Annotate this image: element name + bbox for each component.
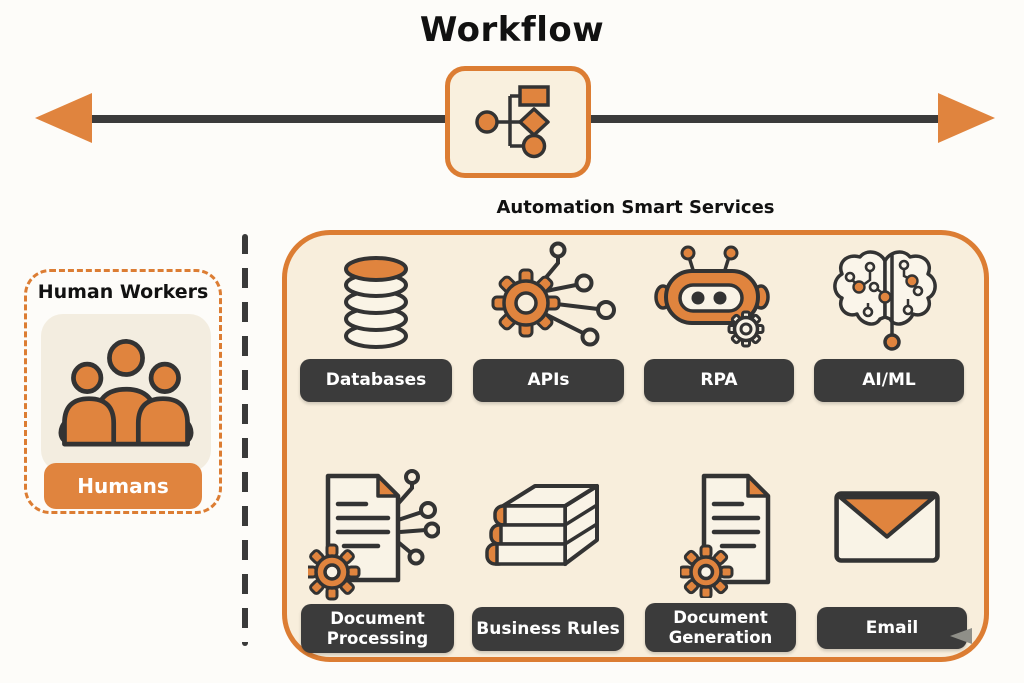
service-label-document-generation: Document Generation xyxy=(645,603,796,652)
service-label-business-rules: Business Rules xyxy=(472,607,624,651)
arrow-right-icon xyxy=(938,93,995,143)
database-stack-icon xyxy=(344,256,408,349)
service-label-aiml: AI/ML xyxy=(814,359,964,402)
automation-heading: Automation Smart Services xyxy=(496,197,775,218)
arrow-left-icon xyxy=(35,93,92,143)
people-icon xyxy=(58,339,194,447)
document-gear-network-icon xyxy=(308,469,440,601)
email-chip-tail xyxy=(950,628,972,644)
service-label-apis: APIs xyxy=(473,359,624,402)
page-title: Workflow xyxy=(419,10,605,50)
workflow-node xyxy=(445,66,591,178)
envelope-icon xyxy=(834,491,940,563)
brain-circuit-icon xyxy=(833,250,937,351)
flowchart-icon xyxy=(475,85,550,159)
service-label-databases: Databases xyxy=(300,359,452,402)
gear-network-icon xyxy=(491,241,616,347)
human-workers-heading: Human Workers xyxy=(37,281,209,303)
divider-dashed-line xyxy=(242,234,248,646)
human-workers-panel: Human Workers Humans xyxy=(24,269,222,514)
service-label-document-processing: Document Processing xyxy=(301,604,454,653)
humans-card xyxy=(41,314,211,472)
humans-label: Humans xyxy=(44,463,202,509)
document-gear-icon xyxy=(680,473,771,598)
service-label-email: Email xyxy=(817,607,967,649)
books-stack-icon xyxy=(485,484,599,566)
service-label-rpa: RPA xyxy=(644,359,794,402)
robot-icon xyxy=(654,245,770,348)
